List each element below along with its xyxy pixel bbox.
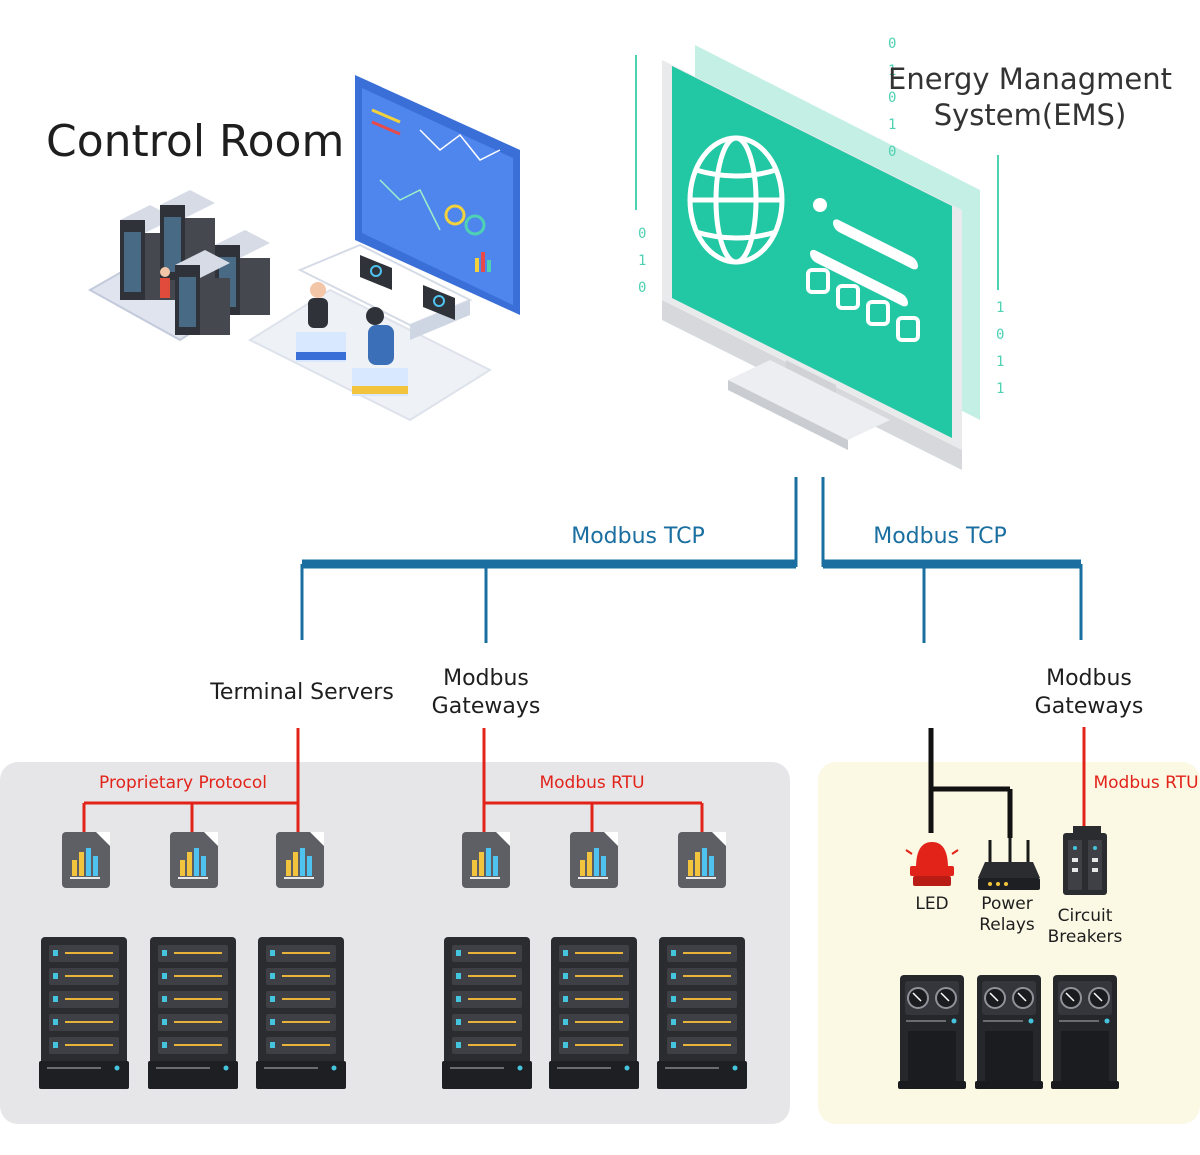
- svg-text:1: 1: [888, 63, 896, 79]
- modbus-tcp-label-right: Modbus TCP: [873, 524, 1007, 549]
- server-rack-icon: [549, 937, 639, 1089]
- server-rack-icon: [256, 937, 346, 1089]
- energy-meter-icon: [570, 832, 618, 888]
- device-wiring: [928, 728, 1013, 838]
- laptop-icon: [423, 285, 455, 320]
- ems-title-line2: System(EMS): [934, 98, 1127, 132]
- led-label: LED: [915, 894, 948, 914]
- gateways-left-label-line2: Gateways: [432, 694, 541, 719]
- led-beacon-icon: [905, 842, 959, 886]
- energy-meter-icon: [462, 832, 510, 888]
- modbus-tcp-label-left: Modbus TCP: [571, 524, 705, 549]
- engineer-figure: [160, 267, 170, 298]
- svg-text:1: 1: [888, 117, 896, 133]
- globe-icon: [687, 135, 785, 265]
- ems-title-line1: Energy Managment: [888, 62, 1172, 96]
- svg-text:0: 0: [888, 90, 896, 106]
- circuit-breakers-label-line2: Breakers: [1048, 927, 1123, 947]
- svg-text:1: 1: [996, 300, 1004, 316]
- power-cabinet-icon: [1050, 974, 1120, 1090]
- svg-text:0: 0: [638, 226, 646, 242]
- power-relays-label-line2: Relays: [979, 915, 1035, 935]
- power-relays-label-line1: Power: [981, 894, 1032, 914]
- power-relay-icon: [978, 838, 1040, 890]
- operator-figure: [352, 307, 408, 396]
- binary-decoration: 0 1 0 1 0 0 1 0 1 0 1 1: [638, 36, 1004, 397]
- gateways-right-label-line1: Modbus: [1046, 666, 1132, 691]
- server-rack-icon: [175, 250, 230, 335]
- svg-text:0: 0: [996, 327, 1004, 343]
- svg-text:1: 1: [996, 354, 1004, 370]
- svg-text:0: 0: [638, 280, 646, 296]
- circuit-breakers-label-line1: Circuit: [1058, 906, 1113, 926]
- control-room-illustration: [87, 75, 520, 422]
- modbus-rtu-label-right: Modbus RTU: [1093, 773, 1198, 793]
- wall-display: [355, 75, 520, 315]
- server-rack-icon: [39, 937, 129, 1089]
- modbus-rtu-label-left: Modbus RTU: [539, 773, 644, 793]
- laptop-icon: [360, 255, 392, 290]
- power-cabinet-icon: [974, 974, 1044, 1090]
- circuit-breaker-icon: [1063, 826, 1107, 895]
- server-rack-icon: [148, 937, 238, 1089]
- serial-links: [82, 727, 1086, 834]
- power-cabinet-icon: [897, 974, 967, 1090]
- operator-figure: [296, 282, 346, 362]
- svg-text:1: 1: [996, 381, 1004, 397]
- gateways-right-label-line2: Gateways: [1035, 694, 1144, 719]
- proprietary-protocol-label: Proprietary Protocol: [99, 773, 267, 793]
- ems-monitor-illustration: [635, 45, 999, 470]
- svg-text:0: 0: [888, 36, 896, 52]
- server-rack-icon: [657, 937, 747, 1089]
- energy-meter-icon: [276, 832, 324, 888]
- svg-text:1: 1: [638, 253, 646, 269]
- terminal-servers-label: Terminal Servers: [209, 680, 394, 705]
- svg-text:0: 0: [888, 144, 896, 160]
- server-rack-icon: [442, 937, 532, 1089]
- energy-meter-icon: [678, 832, 726, 888]
- control-room-title: Control Room: [46, 116, 344, 167]
- energy-meter-icon: [170, 832, 218, 888]
- gateways-left-label-line1: Modbus: [443, 666, 529, 691]
- modbus-tcp-links: [300, 477, 1083, 643]
- energy-meter-icon: [62, 832, 110, 888]
